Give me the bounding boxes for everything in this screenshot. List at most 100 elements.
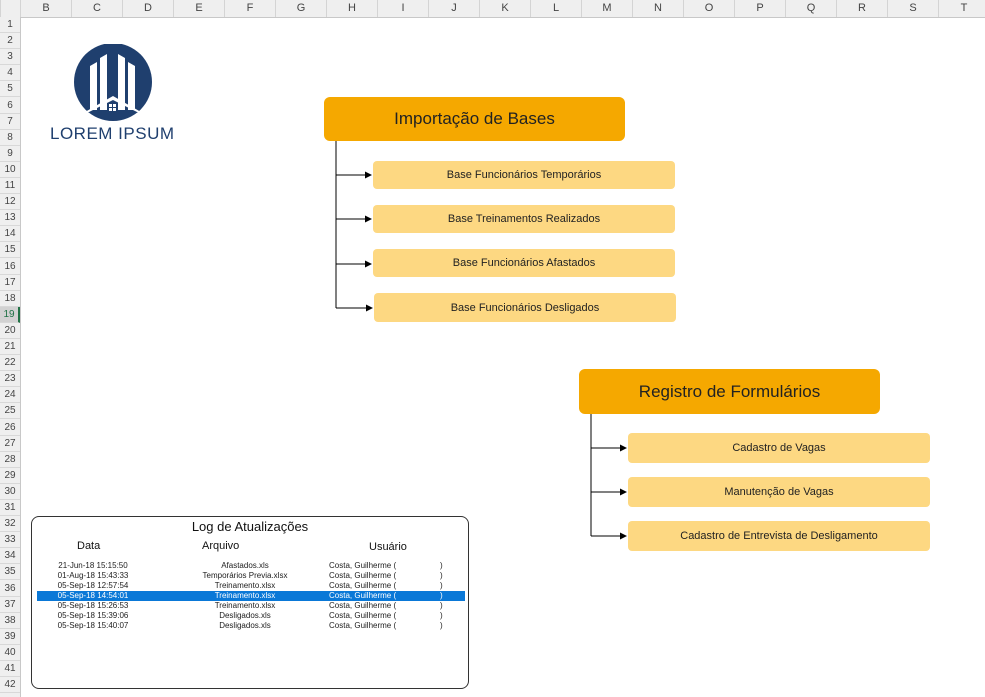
column-header-h[interactable]: H (326, 0, 377, 17)
log-cell-user: Costa, Guilherme ( (329, 561, 397, 570)
column-header-d[interactable]: D (122, 0, 173, 17)
row-header-38[interactable]: 38 (0, 613, 20, 629)
row-header-13[interactable]: 13 (0, 210, 20, 227)
building-logo-icon (74, 43, 152, 121)
row-header-14[interactable]: 14 (0, 226, 20, 243)
row-header-12[interactable]: 12 (0, 194, 20, 211)
log-header-date: Data (77, 540, 101, 552)
column-header-s[interactable]: S (887, 0, 938, 17)
log-cell-file: Treinamento.xlsx (214, 591, 276, 600)
log-cell-user: Costa, Guilherme ( (329, 601, 397, 610)
registro-header[interactable]: Registro de Formulários (579, 369, 880, 414)
row-header-7[interactable]: 7 (0, 114, 20, 130)
row-header-17[interactable]: 17 (0, 275, 20, 291)
row-header-40[interactable]: 40 (0, 645, 20, 661)
registro-item-cadastro-vagas[interactable]: Cadastro de Vagas (628, 433, 930, 463)
column-header-p[interactable]: P (734, 0, 785, 17)
row-header-35[interactable]: 35 (0, 564, 20, 581)
import-item-afastados[interactable]: Base Funcionários Afastados (373, 249, 675, 277)
row-header-23[interactable]: 23 (0, 371, 20, 388)
log-cell-end: ) (440, 591, 443, 600)
row-header-32[interactable]: 32 (0, 516, 20, 533)
row-header-25[interactable]: 25 (0, 403, 20, 420)
row-header-33[interactable]: 33 (0, 532, 20, 549)
column-header-b[interactable]: B (20, 0, 71, 17)
select-all-corner[interactable] (0, 0, 20, 17)
log-cell-user: Costa, Guilherme ( (329, 591, 397, 600)
import-item-desligados[interactable]: Base Funcionários Desligados (374, 293, 676, 322)
row-header-10[interactable]: 10 (0, 162, 20, 178)
column-header-k[interactable]: K (479, 0, 530, 17)
importacao-header[interactable]: Importação de Bases (324, 97, 625, 141)
row-header-18[interactable]: 18 (0, 291, 20, 307)
row-header-37[interactable]: 37 (0, 597, 20, 613)
row-header-8[interactable]: 8 (0, 130, 20, 146)
column-header-q[interactable]: Q (785, 0, 836, 17)
column-header-l[interactable]: L (530, 0, 581, 17)
row-header-4[interactable]: 4 (0, 65, 20, 82)
row-header-24[interactable]: 24 (0, 387, 20, 404)
row-header-1[interactable]: 1 (0, 17, 20, 33)
column-header-i[interactable]: I (377, 0, 428, 17)
log-cell-end: ) (440, 611, 443, 620)
row-header-6[interactable]: 6 (0, 98, 20, 114)
row-header-21[interactable]: 21 (0, 339, 20, 355)
column-header-n[interactable]: N (632, 0, 683, 17)
log-cell-file: Desligados.xls (219, 611, 271, 620)
row-header-39[interactable]: 39 (0, 629, 20, 645)
row-header-34[interactable]: 34 (0, 548, 20, 565)
row-header-3[interactable]: 3 (0, 49, 20, 66)
import-item-label: Base Treinamentos Realizados (447, 213, 601, 225)
log-header-user: Usuário (369, 541, 407, 553)
column-header-g[interactable]: G (275, 0, 326, 17)
row-header-15[interactable]: 15 (0, 242, 20, 259)
column-header-m[interactable]: M (581, 0, 632, 17)
row-header-29[interactable]: 29 (0, 468, 20, 484)
registro-item-label: Cadastro de Vagas (732, 442, 826, 454)
column-header-f[interactable]: F (224, 0, 275, 17)
row-header-41[interactable]: 41 (0, 661, 20, 677)
log-cell-date: 05-Sep-18 15:39:06 (57, 611, 129, 620)
column-header-o[interactable]: O (683, 0, 734, 17)
row-header-5[interactable]: 5 (0, 81, 20, 98)
row-header-26[interactable]: 26 (0, 420, 20, 436)
registro-item-entrevista-desligamento[interactable]: Cadastro de Entrevista de Desligamento (628, 521, 930, 551)
log-cell-file: Treinamento.xlsx (214, 581, 276, 590)
import-item-treinamentos[interactable]: Base Treinamentos Realizados (373, 205, 675, 233)
row-header-2[interactable]: 2 (0, 33, 20, 50)
row-header-9[interactable]: 9 (0, 146, 20, 162)
row-header-16[interactable]: 16 (0, 259, 20, 275)
log-cell-end: ) (440, 581, 443, 590)
log-cell-date: 21-Jun-18 15:15:50 (58, 561, 128, 570)
registro-title: Registro de Formulários (638, 381, 821, 401)
row-header-20[interactable]: 20 (0, 323, 20, 339)
row-header-36[interactable]: 36 (0, 581, 20, 597)
row-header-27[interactable]: 27 (0, 436, 20, 452)
column-header-e[interactable]: E (173, 0, 224, 17)
row-header-30[interactable]: 30 (0, 484, 20, 500)
row-header-19[interactable]: 19 (0, 306, 20, 323)
column-header-r[interactable]: R (836, 0, 887, 17)
column-header-j[interactable]: J (428, 0, 479, 17)
row-header-11[interactable]: 11 (0, 178, 20, 194)
registro-item-manutencao-vagas[interactable]: Manutenção de Vagas (628, 477, 930, 507)
row-header-28[interactable]: 28 (0, 452, 20, 468)
column-header-t[interactable]: T (938, 0, 985, 17)
column-header-c[interactable]: C (71, 0, 122, 17)
log-cell-user: Costa, Guilherme ( (329, 581, 397, 590)
log-cell-date: 05-Sep-18 15:26:53 (57, 601, 129, 610)
row-header-31[interactable]: 31 (0, 500, 20, 516)
log-cell-end: ) (440, 601, 443, 610)
registro-item-label: Manutenção de Vagas (724, 486, 834, 498)
row-header-22[interactable]: 22 (0, 355, 20, 372)
import-item-temporarios[interactable]: Base Funcionários Temporários (373, 161, 675, 189)
row-header-42[interactable]: 42 (0, 677, 20, 694)
